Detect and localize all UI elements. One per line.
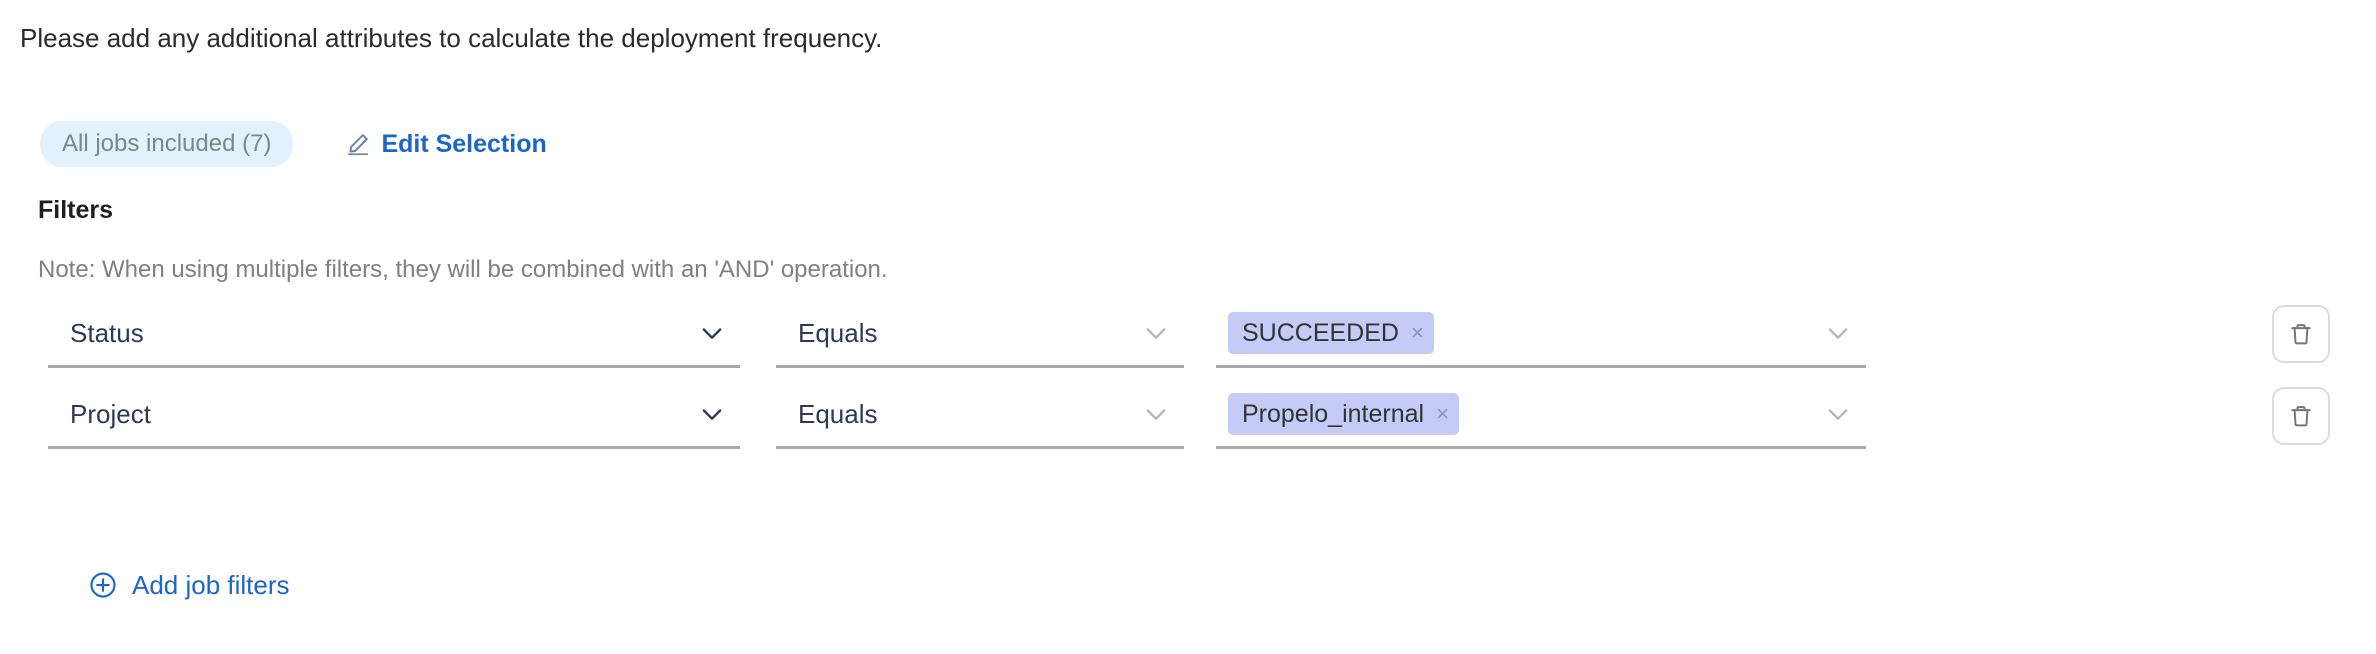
- trash-icon: [2287, 320, 2315, 348]
- remove-chip-icon[interactable]: ×: [1436, 400, 1449, 426]
- filter-value-select[interactable]: SUCCEEDED ×: [1216, 300, 1866, 368]
- filter-value-chip-label: Propelo_internal: [1242, 399, 1425, 428]
- filter-value-select[interactable]: Propelo_internal ×: [1216, 381, 1866, 449]
- filter-row: Status Equals SUCCEEDED ×: [0, 300, 2376, 378]
- delete-filter-button[interactable]: [2272, 387, 2330, 445]
- filter-value-chip-label: SUCCEEDED: [1242, 318, 1399, 347]
- add-job-filters-label: Add job filters: [132, 570, 290, 600]
- all-jobs-included-badge[interactable]: All jobs included (7): [40, 121, 294, 167]
- filter-operator-select[interactable]: Equals: [776, 381, 1184, 449]
- filter-operator-value: Equals: [798, 398, 878, 429]
- filter-operator-select[interactable]: Equals: [776, 300, 1184, 368]
- delete-filter-button[interactable]: [2272, 305, 2330, 363]
- plus-circle-icon: [88, 570, 132, 600]
- filter-attribute-select[interactable]: Status: [48, 300, 740, 368]
- add-job-filters-button[interactable]: Add job filters: [88, 570, 290, 600]
- filters-heading: Filters: [38, 196, 114, 224]
- edit-selection-label: Edit Selection: [381, 129, 547, 158]
- filter-attribute-value: Project: [70, 398, 151, 429]
- filter-operator-value: Equals: [798, 317, 878, 348]
- edit-selection-button[interactable]: Edit Selection: [345, 129, 547, 159]
- filter-row: Project Equals Propelo_internal ×: [0, 381, 2376, 459]
- remove-chip-icon[interactable]: ×: [1410, 319, 1424, 345]
- filters-note-text: Note: When using multiple filters, they …: [38, 256, 888, 283]
- filter-attribute-value: Status: [70, 317, 144, 348]
- page-instruction-text: Please add any additional attributes to …: [20, 23, 883, 53]
- pencil-icon: [345, 131, 381, 157]
- filter-attribute-select[interactable]: Project: [48, 381, 740, 449]
- trash-icon: [2287, 402, 2315, 430]
- filter-value-chip[interactable]: Propelo_internal ×: [1228, 392, 1459, 435]
- jobs-selection-row: All jobs included (7) Edit Selection: [40, 121, 547, 167]
- filter-value-chip[interactable]: SUCCEEDED ×: [1228, 311, 1434, 354]
